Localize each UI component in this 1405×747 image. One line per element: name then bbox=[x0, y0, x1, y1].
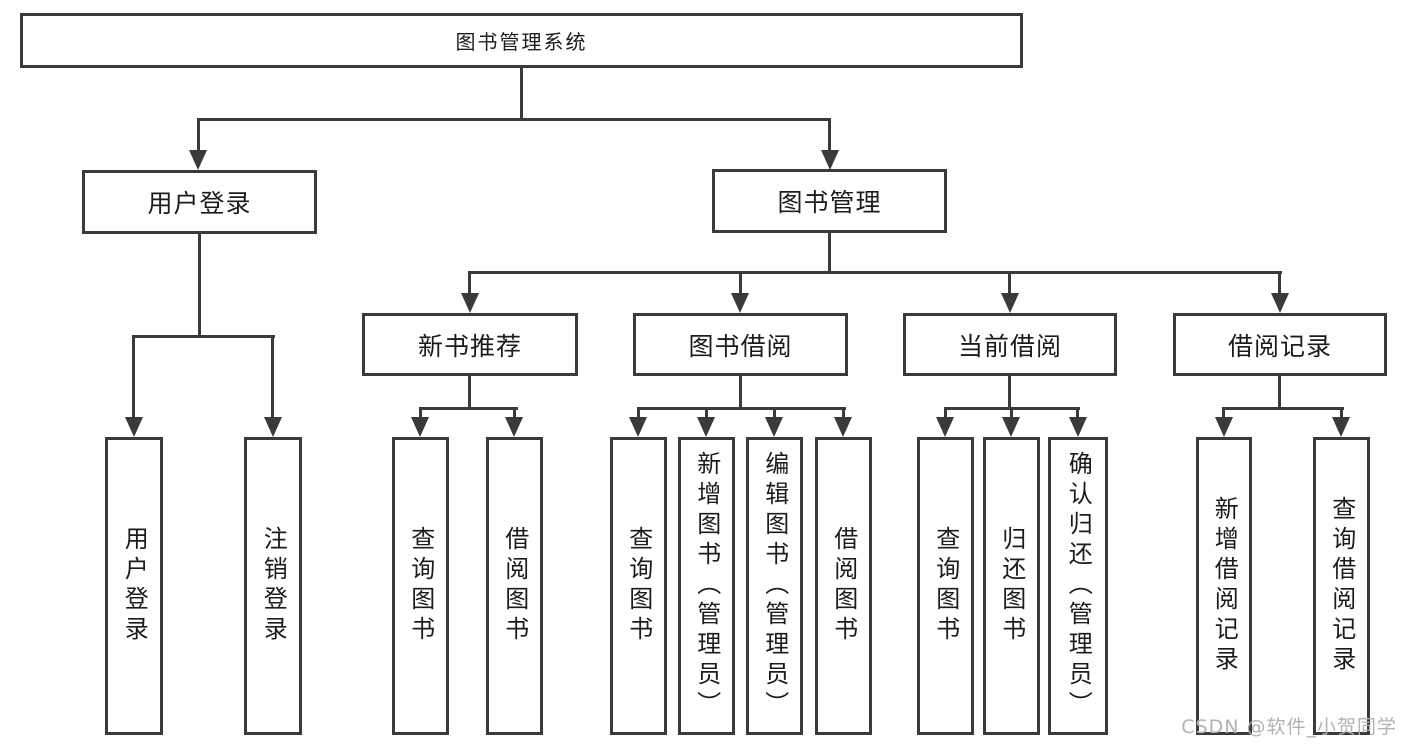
connector-line bbox=[705, 407, 708, 419]
leaf-confirm-return-admin: 确认归还（管理员） bbox=[1048, 437, 1108, 735]
connector-line bbox=[419, 407, 518, 410]
node-library-management-system: 图书管理系统 bbox=[20, 13, 1023, 68]
connector-line bbox=[1008, 376, 1011, 410]
leaf-label: 查询图书 bbox=[406, 526, 435, 646]
leaf-label: 查询图书 bbox=[624, 526, 653, 646]
connector-line bbox=[828, 233, 831, 274]
leaf-label: 查询借阅记录 bbox=[1327, 496, 1356, 676]
arrow-down-icon bbox=[189, 150, 207, 170]
leaf-search-books-current: 查询图书 bbox=[917, 437, 974, 735]
connector-line bbox=[944, 407, 947, 419]
leaf-label: 查询图书 bbox=[931, 526, 960, 646]
arrow-down-icon bbox=[936, 417, 954, 437]
arrow-down-icon bbox=[1271, 293, 1289, 313]
arrow-down-icon bbox=[505, 417, 523, 437]
arrow-down-icon bbox=[821, 150, 839, 170]
connector-line bbox=[419, 407, 422, 419]
connector-line bbox=[197, 118, 200, 152]
arrow-down-icon bbox=[731, 293, 749, 313]
arrow-down-icon bbox=[1215, 417, 1233, 437]
connector-line bbox=[468, 271, 471, 295]
arrow-down-icon bbox=[1001, 293, 1019, 313]
connector-line bbox=[197, 118, 831, 121]
leaf-label: 注销登录 bbox=[259, 526, 288, 646]
leaf-add-books-admin: 新增图书（管理员） bbox=[678, 437, 735, 735]
arrow-down-icon bbox=[125, 417, 143, 437]
leaf-label: 新增图书（管理员） bbox=[692, 451, 721, 721]
connector-line bbox=[773, 407, 776, 419]
arrow-down-icon bbox=[1069, 417, 1087, 437]
leaf-logout-login: 注销登录 bbox=[244, 437, 302, 735]
leaf-add-borrow-record: 新增借阅记录 bbox=[1196, 437, 1252, 735]
connector-line bbox=[520, 68, 523, 121]
leaf-borrow-books-recommend: 借阅图书 bbox=[486, 437, 543, 735]
arrow-down-icon bbox=[834, 417, 852, 437]
leaf-search-books-borrowing: 查询图书 bbox=[610, 437, 667, 735]
leaf-search-borrow-record: 查询借阅记录 bbox=[1313, 437, 1370, 735]
leaf-search-books-recommend: 查询图书 bbox=[392, 437, 449, 735]
connector-line bbox=[842, 407, 845, 419]
connector-line bbox=[1278, 271, 1281, 295]
connector-line bbox=[132, 335, 275, 338]
node-borrowing-records: 借阅记录 bbox=[1173, 313, 1387, 376]
connector-line bbox=[1008, 271, 1011, 295]
arrow-down-icon bbox=[629, 417, 647, 437]
node-user-login: 用户登录 bbox=[82, 170, 317, 234]
watermark-text: CSDN @软件_小贺同学 bbox=[1181, 716, 1397, 738]
leaf-label: 用户登录 bbox=[120, 526, 149, 646]
arrow-down-icon bbox=[1002, 417, 1020, 437]
connector-line bbox=[1278, 376, 1281, 410]
connector-line bbox=[132, 335, 135, 419]
connector-line bbox=[1010, 407, 1013, 419]
connector-line bbox=[271, 335, 274, 419]
connector-line bbox=[739, 376, 742, 410]
leaf-label: 确认归还（管理员） bbox=[1064, 451, 1093, 721]
connector-line bbox=[637, 407, 640, 419]
connector-line bbox=[739, 271, 742, 295]
node-current-borrowing: 当前借阅 bbox=[903, 313, 1117, 376]
connector-line bbox=[1222, 407, 1225, 419]
leaf-user-login: 用户登录 bbox=[105, 437, 163, 735]
connector-line bbox=[513, 407, 516, 419]
arrow-down-icon bbox=[461, 293, 479, 313]
connector-line bbox=[468, 271, 1282, 274]
leaf-edit-books-admin: 编辑图书（管理员） bbox=[746, 437, 803, 735]
connector-line bbox=[1340, 407, 1343, 419]
connector-line bbox=[1076, 407, 1079, 419]
node-new-book-recommendation: 新书推荐 bbox=[362, 313, 578, 376]
node-book-borrowing: 图书借阅 bbox=[633, 313, 848, 376]
arrow-down-icon bbox=[765, 417, 783, 437]
leaf-label: 新增借阅记录 bbox=[1210, 496, 1239, 676]
arrow-down-icon bbox=[1332, 417, 1350, 437]
leaf-label: 借阅图书 bbox=[500, 526, 529, 646]
leaf-label: 编辑图书（管理员） bbox=[760, 451, 789, 721]
leaf-label: 借阅图书 bbox=[829, 526, 858, 646]
arrow-down-icon bbox=[411, 417, 429, 437]
connector-line bbox=[828, 118, 831, 152]
leaf-return-books: 归还图书 bbox=[983, 437, 1040, 735]
connector-line bbox=[637, 407, 846, 410]
connector-line bbox=[468, 376, 471, 410]
arrow-down-icon bbox=[264, 417, 282, 437]
arrow-down-icon bbox=[697, 417, 715, 437]
connector-line bbox=[1222, 407, 1344, 410]
connector-line bbox=[198, 234, 201, 338]
leaf-label: 归还图书 bbox=[997, 526, 1026, 646]
leaf-borrow-books-borrowing: 借阅图书 bbox=[815, 437, 872, 735]
node-book-management: 图书管理 bbox=[712, 169, 947, 233]
